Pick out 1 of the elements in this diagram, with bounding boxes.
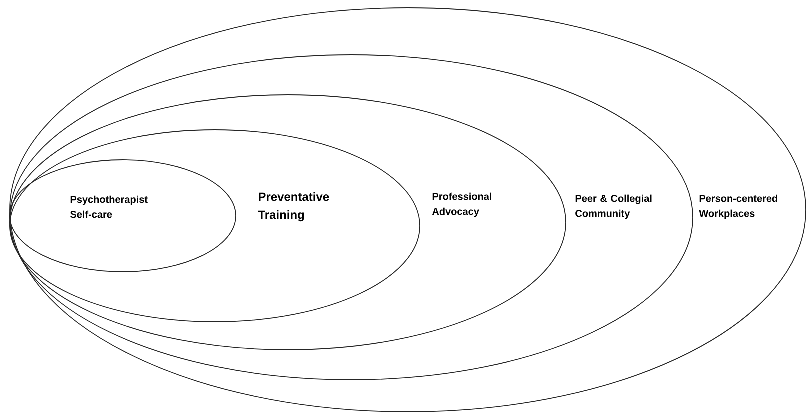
- ellipse-band: Psychotherapist Self-care: [10, 160, 236, 272]
